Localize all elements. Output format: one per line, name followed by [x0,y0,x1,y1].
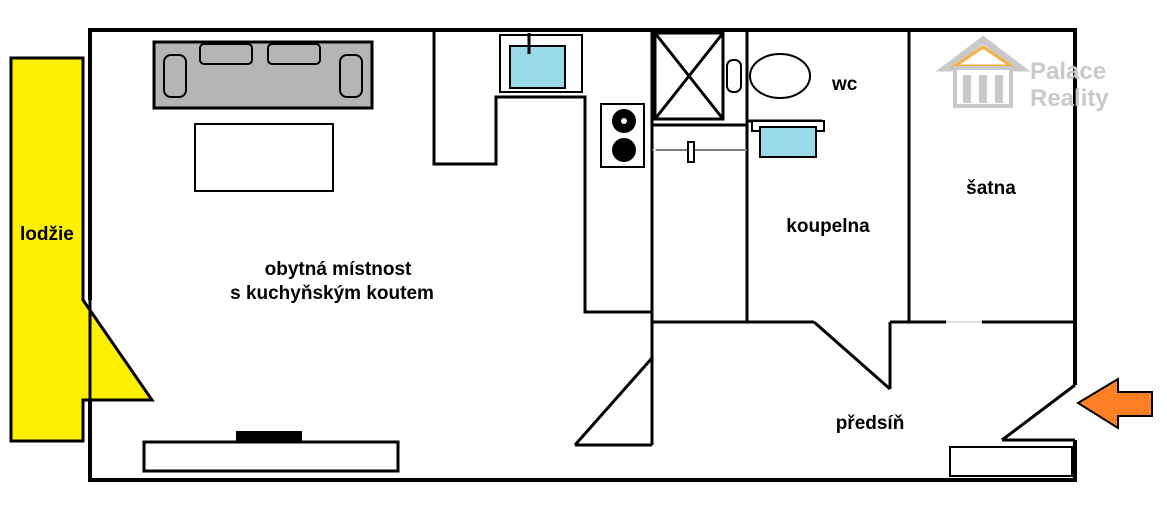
bathroom-sink [751,120,825,158]
utility-pipe [656,141,745,163]
tv [236,431,302,442]
label-wardrobe: šatna [966,178,1016,199]
outer-walls [88,28,1077,482]
loggia-area [9,56,155,443]
shoe-cabinet [949,446,1073,477]
label-loggia: lodžie [20,224,74,245]
label-living-line-1: obytná místnost [265,259,412,280]
entrance-arrow-icon [1076,377,1153,430]
toilet-icon [726,53,811,99]
label-living-line-2: s kuchyňským koutem [230,283,434,304]
coffee-table [194,123,334,192]
house-logo-icon [935,35,1031,108]
label-wc: wc [831,74,858,95]
sofa [152,40,374,110]
kitchen-sink [499,33,583,93]
cooktop-icon [600,103,645,168]
logo-line-2: Reality [1030,85,1109,112]
logo-line-1: Palace [1030,58,1106,85]
label-hall: předsíň [836,413,905,434]
tv-cabinet [142,440,400,473]
label-bathroom: koupelna [786,216,870,237]
